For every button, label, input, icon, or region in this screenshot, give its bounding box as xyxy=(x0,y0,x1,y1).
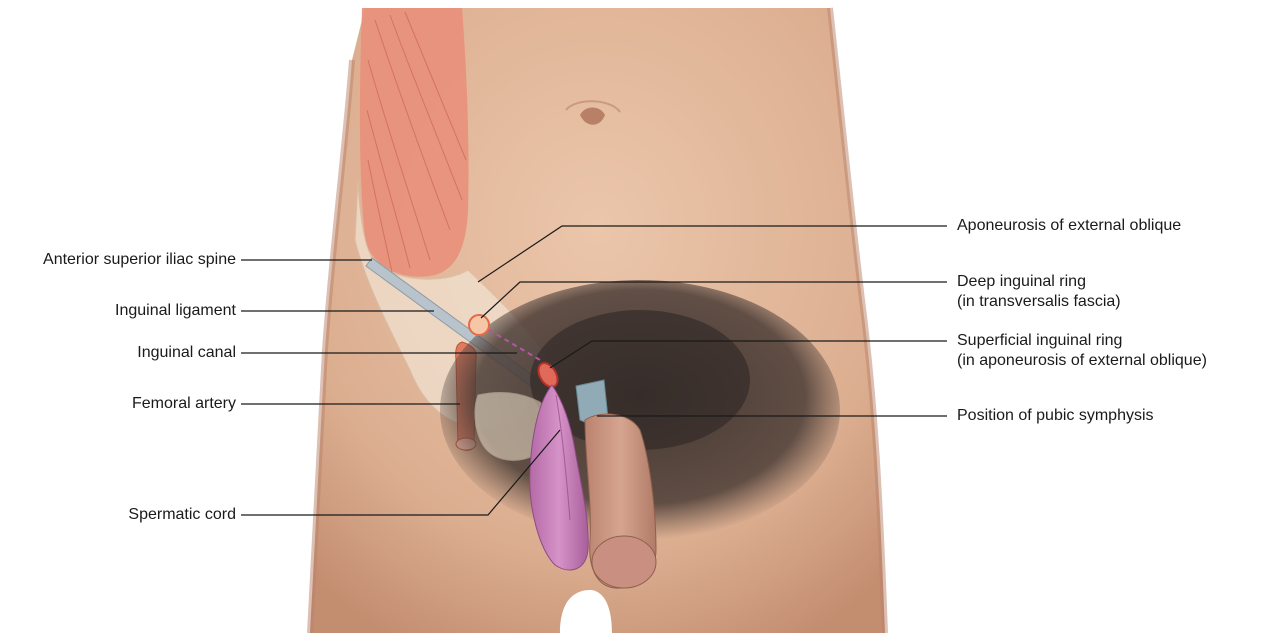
label-deep-inguinal-ring: Deep inguinal ring xyxy=(957,272,1086,292)
external-oblique-muscle xyxy=(360,8,469,277)
label-spermatic-cord: Spermatic cord xyxy=(128,505,236,525)
label-deep-inguinal-ring-note: (in transversalis fascia) xyxy=(957,292,1121,312)
label-aponeurosis-external-oblique: Aponeurosis of external oblique xyxy=(957,216,1181,236)
deep-inguinal-ring-shape xyxy=(469,315,489,335)
label-femoral-artery: Femoral artery xyxy=(132,394,236,414)
label-inguinal-canal: Inguinal canal xyxy=(137,343,236,363)
glans-shape xyxy=(592,536,656,588)
label-anterior-superior-iliac-spine: Anterior superior iliac spine xyxy=(43,250,236,270)
label-inguinal-ligament: Inguinal ligament xyxy=(115,301,236,321)
label-superficial-inguinal-ring-note: (in aponeurosis of external oblique) xyxy=(957,351,1207,371)
label-position-pubic-symphysis: Position of pubic symphysis xyxy=(957,406,1154,426)
label-superficial-inguinal-ring: Superficial inguinal ring xyxy=(957,331,1122,351)
